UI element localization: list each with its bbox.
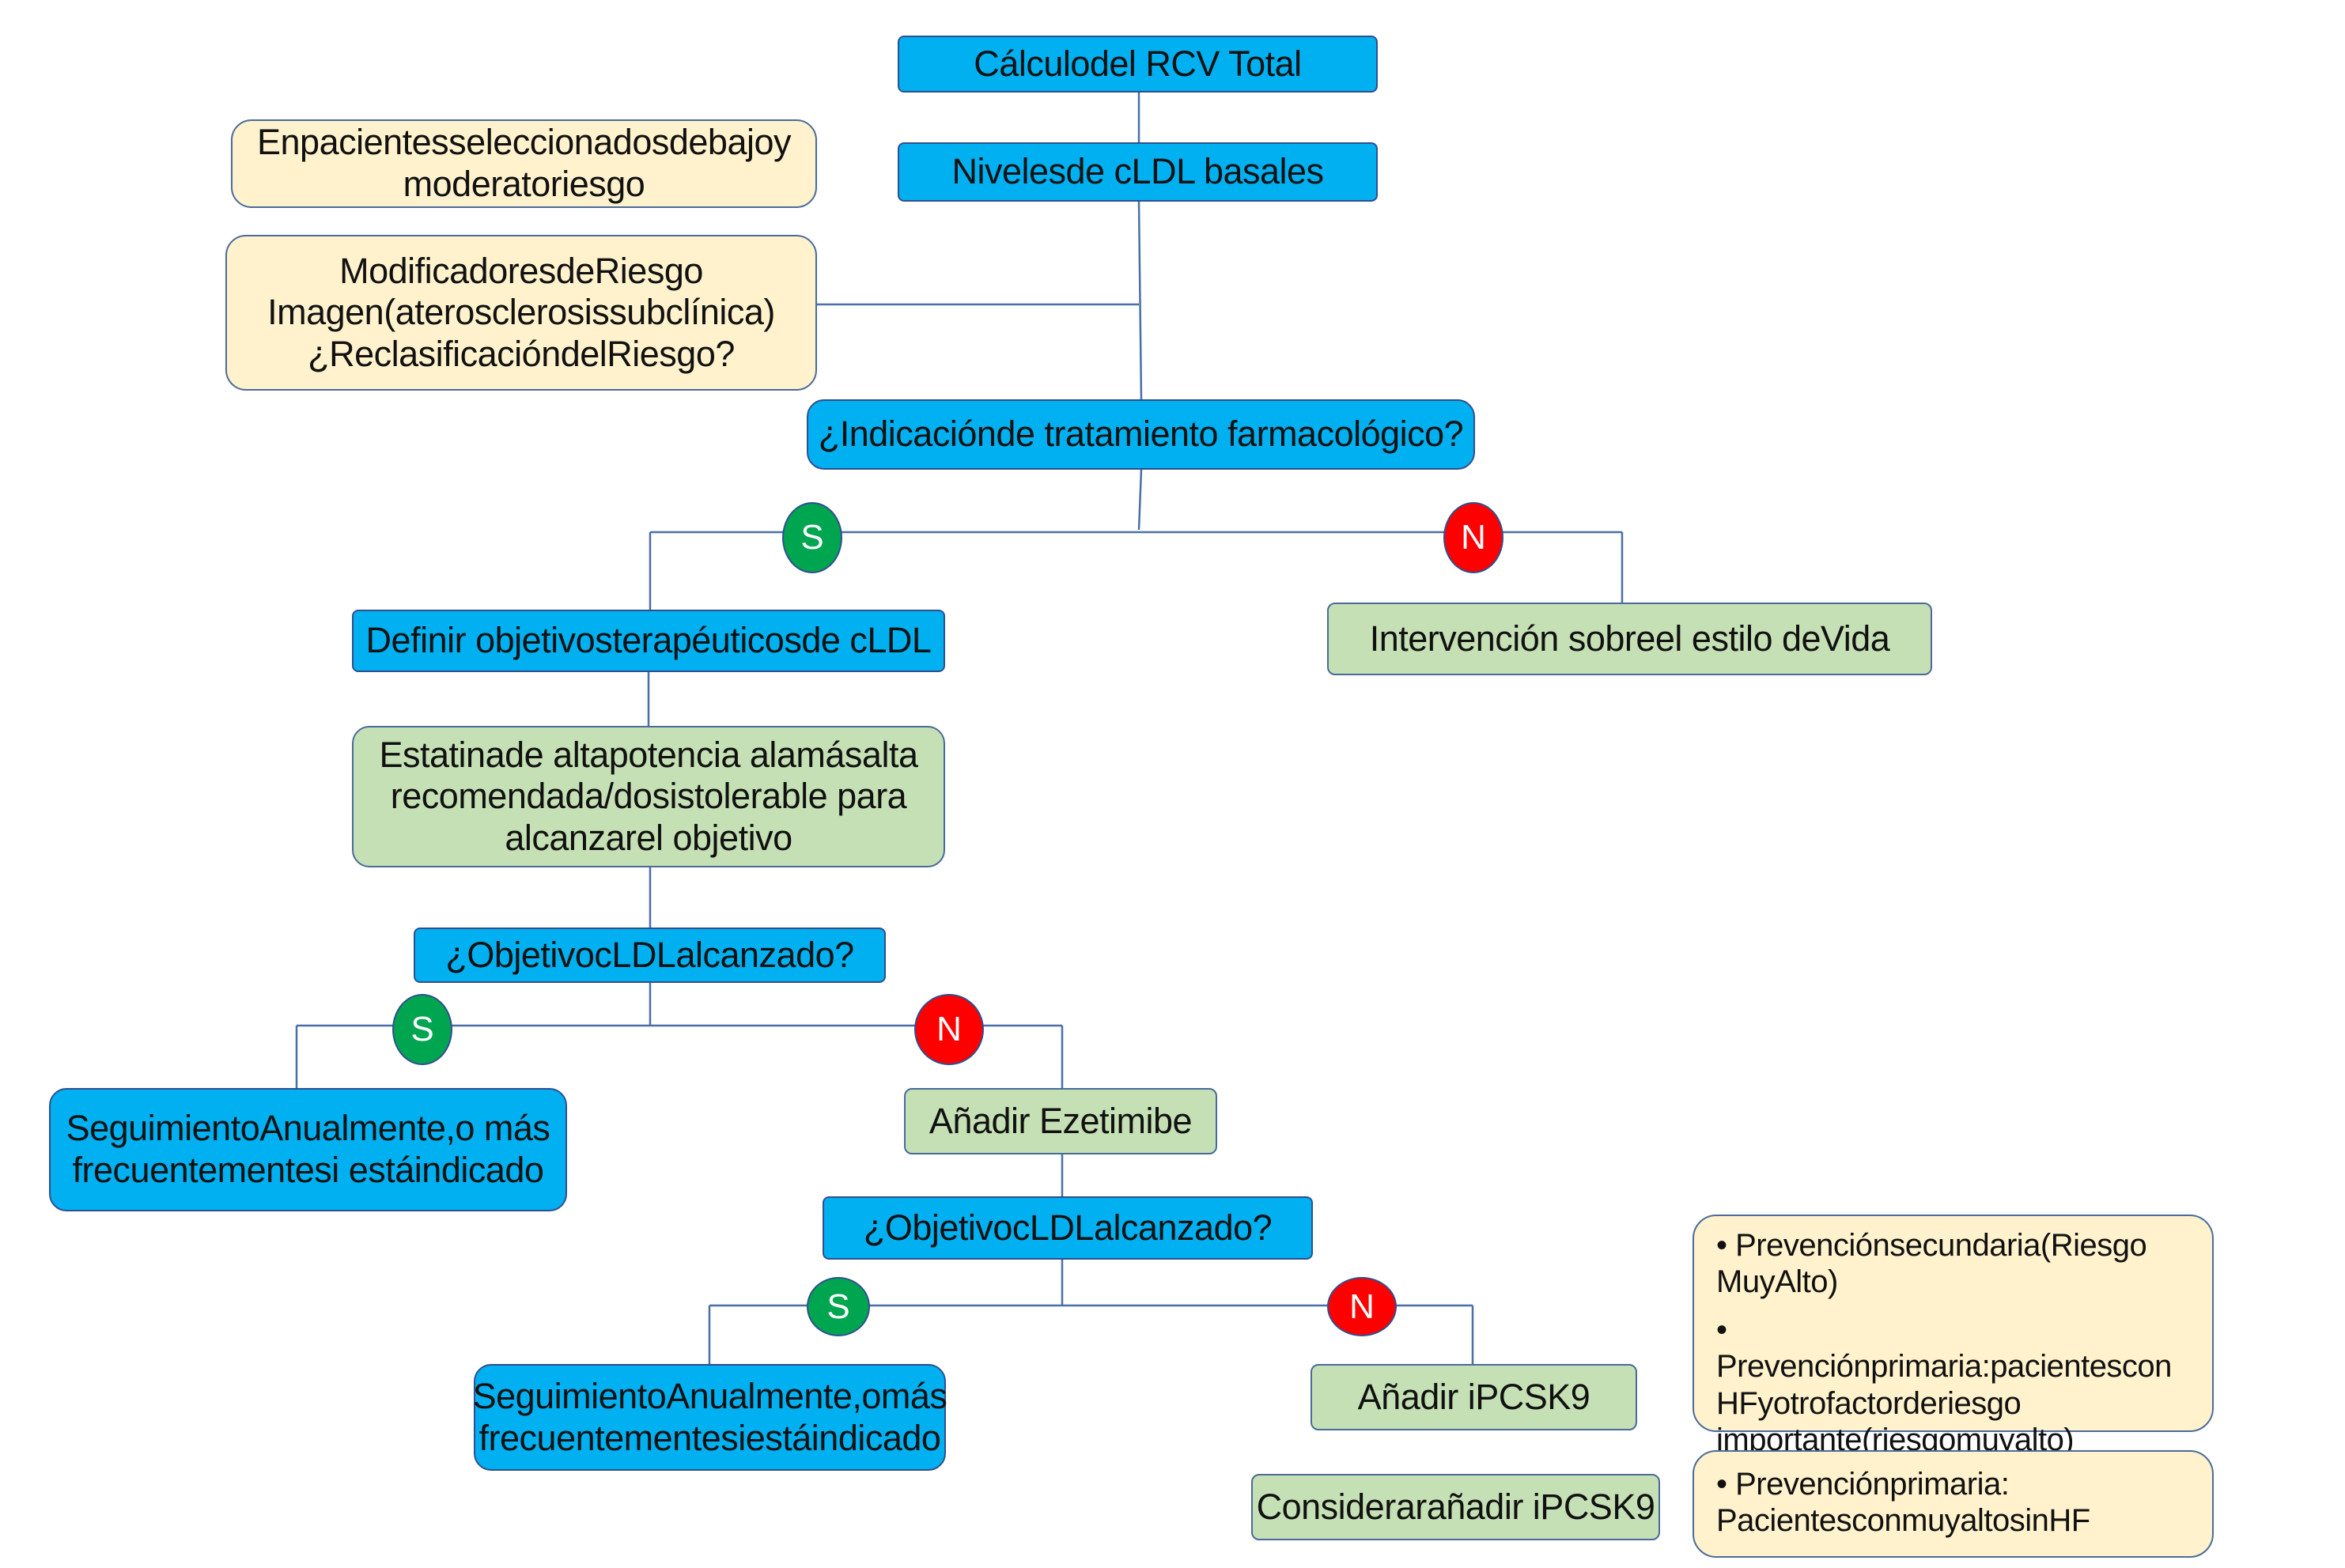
note-bullet-primary-nohf: • Prevenciónprimaria: Pacientesconmuyalt… [1716, 1466, 2190, 1540]
followup-1-box: SeguimientoAnualmente,o más frecuentemen… [49, 1088, 567, 1211]
no-marker-3: N [1327, 1277, 1397, 1336]
add-ezetimibe-label: Añadir Ezetimibe [929, 1100, 1193, 1141]
indication-box: ¿Indicaciónde tratamiento farmacológico? [807, 399, 1475, 470]
note-bullet-primary-hf-line-2: HFyotrofactorderiesgo [1716, 1385, 2022, 1421]
yes-marker-3: S [807, 1277, 870, 1336]
followup-1-line-2: frecuentementesi estáindicado [72, 1150, 544, 1190]
consider-ipcsk9-note: • Prevenciónprimaria: Pacientesconmuyalt… [1693, 1450, 2214, 1558]
baseline-ldl-box: Nivelesde cLDL basales [898, 142, 1378, 202]
consider-ipcsk9-label: Considerarañadir iPCSK9 [1256, 1486, 1655, 1527]
statin-line-1: Estatinade altapotencia alamásalta [379, 734, 918, 775]
add-ezetimibe-box: Añadir Ezetimibe [904, 1088, 1217, 1154]
ipcsk9-indication-note: • Prevenciónsecundaria(Riesgo MuyAlto) •… [1693, 1215, 2214, 1457]
define-goals-label: Definir objetivosterapéuticosde cLDL [365, 620, 932, 661]
note-bullet-primary-hf: • Prevenciónprimaria:pacientescon HFyotr… [1716, 1312, 2190, 1459]
consider-ipcsk9-box: Considerarañadir iPCSK9 [1251, 1474, 1660, 1540]
goal-question-1-box: ¿ObjetivocLDLalcanzado? [414, 928, 886, 983]
yes-marker-1: S [782, 502, 842, 573]
goal-question-2-label: ¿ObjetivocLDLalcanzado? [863, 1207, 1273, 1248]
statin-box: Estatinade altapotencia alamásalta recom… [352, 726, 945, 867]
yes-marker-1-label: S [800, 518, 824, 557]
no-marker-3-label: N [1349, 1287, 1375, 1326]
selected-patients-line-2: moderatoriesgo [403, 164, 645, 204]
start-label: Cálculodel RCV Total [974, 43, 1302, 84]
yes-marker-3-label: S [826, 1287, 850, 1326]
define-goals-box: Definir objetivosterapéuticosde cLDL [352, 610, 945, 672]
lifestyle-label: Intervención sobreel estilo deVida [1369, 618, 1890, 659]
risk-modifiers-line-3: ¿ReclasificacióndelRiesgo? [308, 333, 735, 374]
followup-2-line-2: frecuentementesiestáindicado [478, 1417, 941, 1458]
goal-question-1-label: ¿ObjetivocLDLalcanzado? [445, 934, 854, 975]
no-marker-1-label: N [1461, 518, 1486, 557]
goal-question-2-box: ¿ObjetivocLDLalcanzado? [823, 1196, 1313, 1260]
followup-1-line-1: SeguimientoAnualmente,o más [66, 1108, 550, 1149]
followup-2-box: SeguimientoAnualmente,omás frecuentement… [472, 1364, 947, 1471]
yes-marker-2-label: S [410, 1010, 434, 1048]
followup-2-line-1: SeguimientoAnualmente,omás [472, 1375, 947, 1416]
selected-patients-line-1: Enpacientesseleccionadosdebajoy [257, 122, 792, 163]
note-bullet-secondary: • Prevenciónsecundaria(Riesgo MuyAlto) [1716, 1227, 2190, 1301]
connector-baseline-indication [1137, 201, 1143, 400]
risk-modifiers-box: ModificadoresdeRiesgo Imagen(aterosclero… [225, 235, 817, 391]
no-marker-2-label: N [936, 1010, 962, 1048]
no-marker-2: N [914, 994, 984, 1065]
note-bullet-primary-hf-line-1: • Prevenciónprimaria:pacientescon [1716, 1312, 2172, 1385]
start-box: Cálculodel RCV Total [898, 36, 1378, 93]
statin-line-3: alcanzarel objetivo [505, 817, 792, 858]
note-bullet-primary-nohf-line-1: • Prevenciónprimaria: [1716, 1467, 2010, 1502]
indication-label: ¿Indicaciónde tratamiento farmacológico? [818, 414, 1464, 455]
note-bullet-primary-nohf-line-2: PacientesconmuyaltosinHF [1716, 1503, 2090, 1539]
lifestyle-box: Intervención sobreel estilo deVida [1327, 603, 1932, 675]
baseline-ldl-label: Nivelesde cLDL basales [951, 151, 1324, 192]
risk-modifiers-line-2: Imagen(aterosclerosissubclínica) [267, 292, 775, 333]
risk-modifiers-line-1: ModificadoresdeRiesgo [339, 250, 703, 291]
add-ipcsk9-label: Añadir iPCSK9 [1357, 1376, 1590, 1417]
connector-indication-branch [1137, 469, 1143, 531]
no-marker-1: N [1443, 502, 1503, 573]
note-bullet-secondary-line-2: MuyAlto) [1716, 1264, 1838, 1300]
note-bullet-secondary-line-1: • Prevenciónsecundaria(Riesgo [1716, 1228, 2147, 1263]
statin-line-2: recomendada/dosistolerable para [390, 776, 907, 817]
yes-marker-2: S [392, 994, 452, 1065]
selected-patients-note: Enpacientesseleccionadosdebajoy moderato… [231, 119, 817, 208]
add-ipcsk9-box: Añadir iPCSK9 [1311, 1364, 1637, 1430]
